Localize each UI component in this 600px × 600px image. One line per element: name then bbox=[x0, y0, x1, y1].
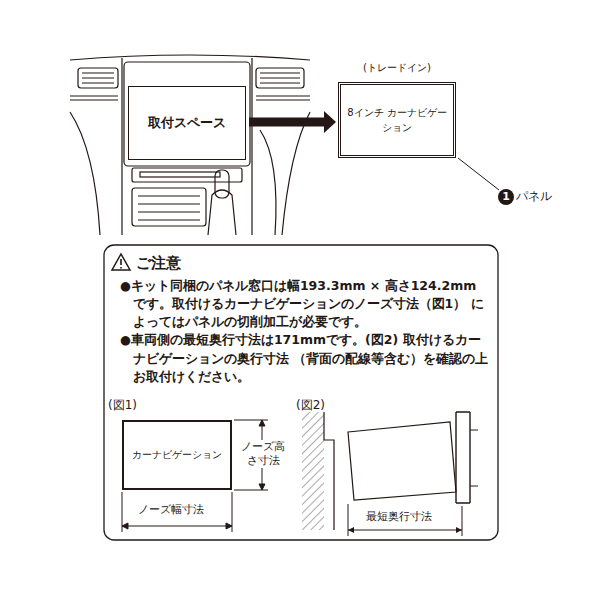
arrow-shaft bbox=[249, 118, 324, 127]
dimension-label: ノーズ高さ寸法 bbox=[238, 440, 288, 468]
notice-box: ご注意 ●キット同梱のパネル窓口は幅193.3mm × 高さ124.2mm です。… bbox=[104, 245, 498, 395]
callout-number: 1 bbox=[498, 189, 514, 205]
panel-callout bbox=[458, 158, 514, 205]
arrow-head bbox=[324, 111, 336, 133]
figure-label: (図1) bbox=[108, 398, 137, 413]
figure-label: (図2) bbox=[296, 398, 325, 413]
dimension-label: 最短奥行寸法 bbox=[364, 510, 434, 524]
figure-navi-box: カーナビゲーション bbox=[122, 420, 232, 490]
dashboard bbox=[70, 55, 310, 235]
notice-frame bbox=[104, 245, 498, 540]
dimension-label: ノーズ幅寸法 bbox=[136, 503, 206, 517]
warning-icon bbox=[112, 254, 130, 270]
mount-space-box: 取付スペース bbox=[128, 86, 246, 160]
box-label: 8インチ カーナビゲーション bbox=[347, 105, 447, 135]
fig1-dimensions bbox=[122, 420, 268, 532]
box-label: カーナビゲーション bbox=[132, 448, 222, 462]
flow-arrow bbox=[249, 111, 336, 133]
notice-title: ご注意 bbox=[136, 254, 486, 273]
box-label: 取付スペース bbox=[148, 114, 226, 132]
notice-text: ●キット同梱のパネル窓口は幅193.3mm × 高さ124.2mm です。取付け… bbox=[120, 277, 491, 331]
notice-text: ●車両側の最短奥行寸法は171mmです。(図2) 取付けるカーナビゲーションの奥… bbox=[120, 331, 491, 385]
part-name: パネル bbox=[516, 189, 552, 204]
navi-panel-box: (トレードイン)8インチ カーナビゲーション bbox=[338, 82, 456, 158]
box-heading: (トレードイン) bbox=[321, 61, 473, 75]
fig2-drawing bbox=[302, 412, 478, 536]
